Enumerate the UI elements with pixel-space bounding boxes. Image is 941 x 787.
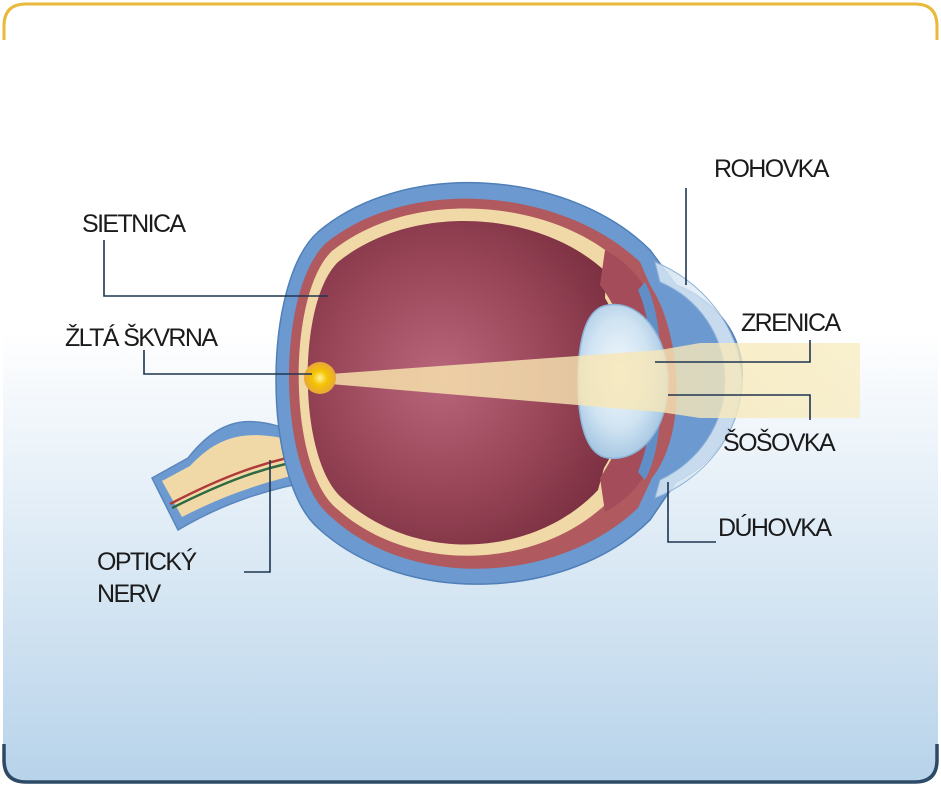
label-rohovka: ROHOVKA <box>714 155 830 183</box>
label-zlta-skvrna: ŽLTÁ ŠKVRNA <box>65 323 218 352</box>
label-opticky-nerv-line1: OPTICKÝ <box>97 547 197 576</box>
label-duhovka: DÚHOVKA <box>718 513 832 542</box>
label-sosovka: ŠOŠOVKA <box>723 428 836 457</box>
label-zrenica: ZRENICA <box>741 309 841 337</box>
macula <box>304 362 336 394</box>
label-sietnica: SIETNICA <box>82 210 186 238</box>
label-opticky-nerv-line2: NERV <box>97 580 162 608</box>
